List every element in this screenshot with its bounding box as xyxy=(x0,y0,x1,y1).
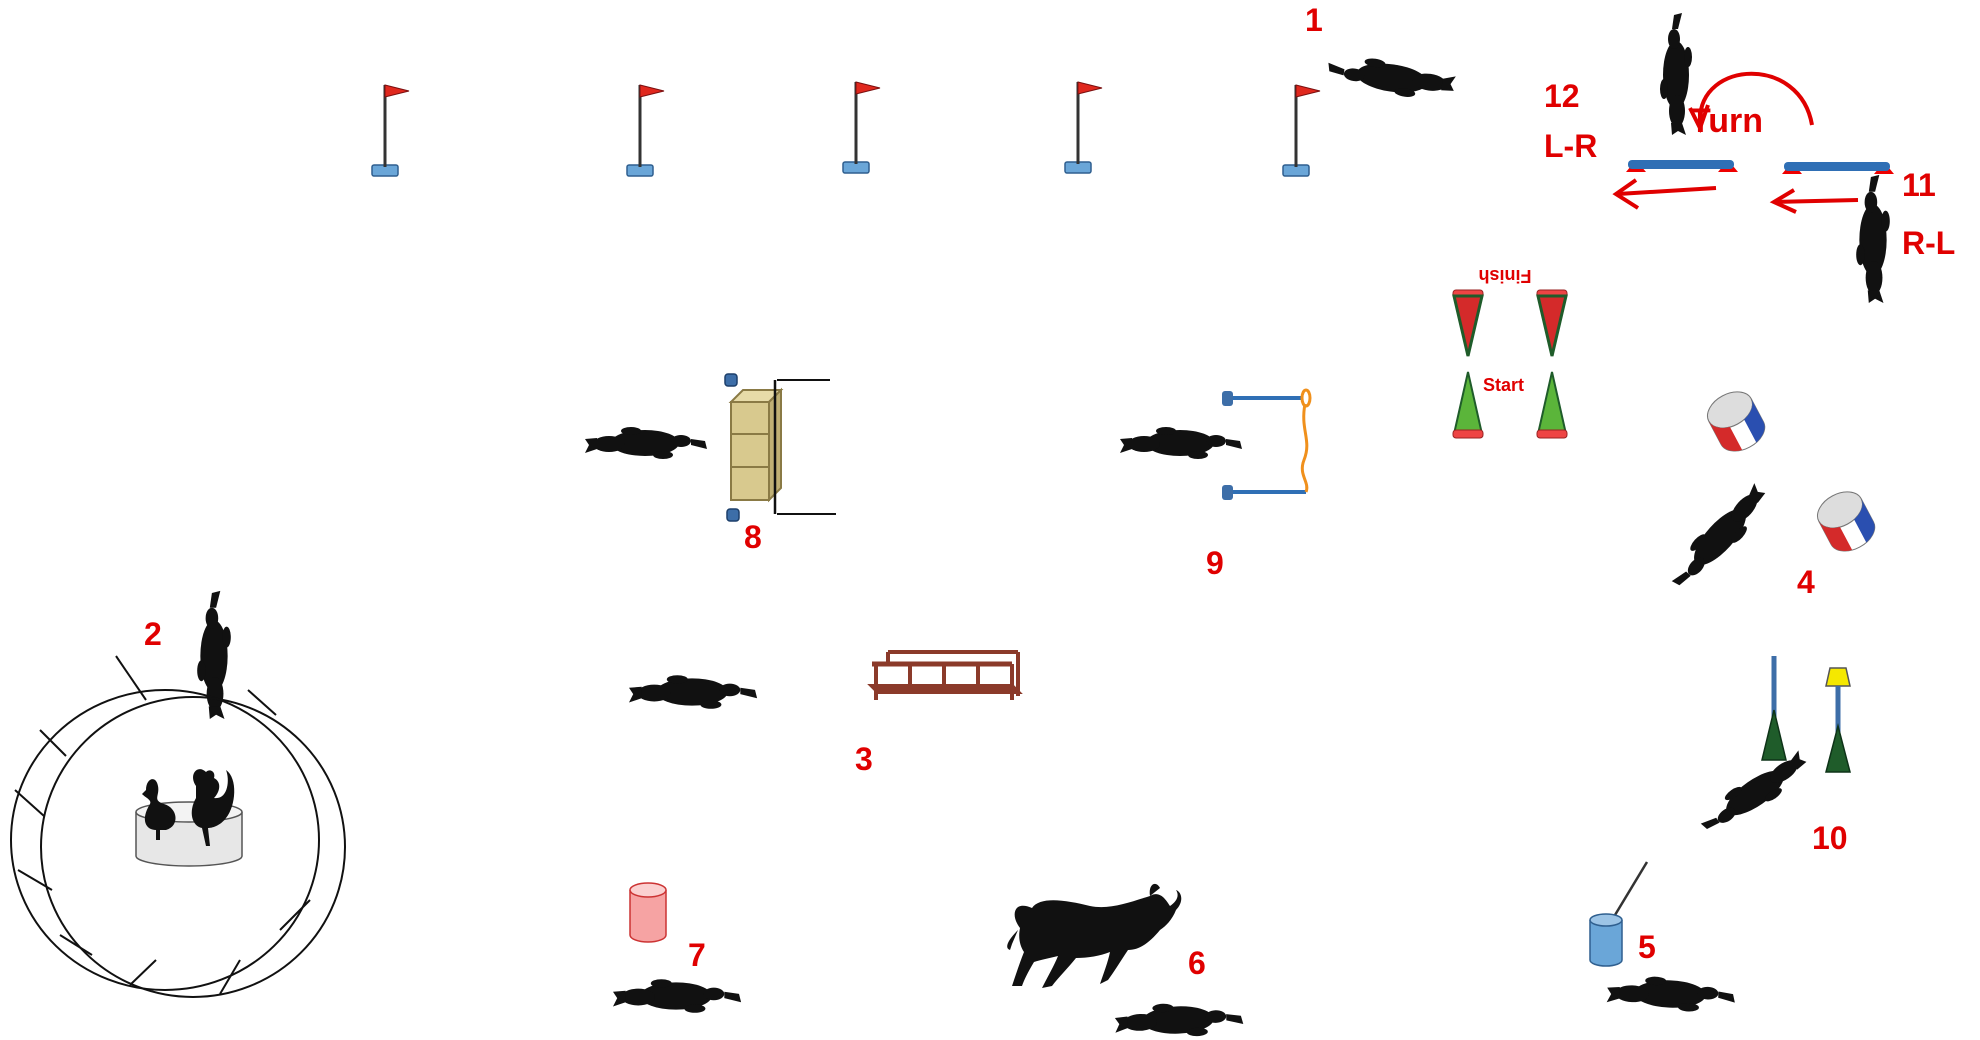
label-l-r: L-R xyxy=(1544,128,1597,164)
horse-9 xyxy=(1120,427,1242,459)
obstacle-number-8: 8 xyxy=(744,519,762,555)
flag-pole-2 xyxy=(627,85,664,176)
flag-pole-1 xyxy=(372,85,409,176)
horse-8 xyxy=(585,427,707,459)
horse-4 xyxy=(1664,479,1775,597)
obstacle-number-9: 9 xyxy=(1206,545,1224,581)
hay-bale-stack xyxy=(731,390,781,500)
bridge-3 xyxy=(872,652,1018,700)
finish-label: Finish xyxy=(1479,266,1532,286)
pole-stand-left xyxy=(1762,656,1786,760)
poultry-pen xyxy=(136,769,242,866)
obstacle-number-12: 12 xyxy=(1544,78,1580,114)
arrow-l-r xyxy=(1618,188,1716,194)
obstacle-number-3: 3 xyxy=(855,741,873,777)
cup-7 xyxy=(630,883,666,942)
arrow-r-l xyxy=(1775,200,1858,202)
obstacle-number-7: 7 xyxy=(688,937,706,973)
obstacle-number-4: 4 xyxy=(1797,564,1815,600)
start-cone-right xyxy=(1537,372,1567,438)
obstacle-number-10: 10 xyxy=(1812,820,1848,856)
horse-7 xyxy=(613,979,741,1013)
pole-stand-right xyxy=(1826,668,1850,772)
horse-6 xyxy=(1114,1001,1243,1039)
horse-10 xyxy=(1695,745,1813,841)
flag-pole-4 xyxy=(1065,82,1102,173)
horse-1 xyxy=(1325,52,1457,103)
horse-5 xyxy=(1606,975,1735,1013)
finish-cone-right xyxy=(1537,290,1567,356)
ground-pole-left xyxy=(1626,160,1738,172)
flag-pole-3 xyxy=(843,82,880,173)
obstacle-number-1: 1 xyxy=(1305,2,1323,38)
start-label: Start xyxy=(1483,375,1524,395)
flag-pole-5 xyxy=(1283,85,1320,176)
barrel-upper xyxy=(1701,385,1771,459)
finish-cone-left xyxy=(1453,290,1483,356)
bull-silhouette xyxy=(1007,884,1181,988)
obstacle-number-5: 5 xyxy=(1638,929,1656,965)
horse-12 xyxy=(1660,13,1692,135)
obstacle-number-11: 11 xyxy=(1902,167,1936,203)
ground-pole-right xyxy=(1782,162,1894,174)
horse-11 xyxy=(1856,175,1890,303)
obstacle-number-6: 6 xyxy=(1188,945,1206,981)
horse-3 xyxy=(629,675,757,709)
barrel-lower xyxy=(1811,485,1881,559)
obstacle-number-2: 2 xyxy=(144,616,162,652)
label-r-l: R-L xyxy=(1902,225,1955,261)
start-cone-left xyxy=(1453,372,1483,438)
